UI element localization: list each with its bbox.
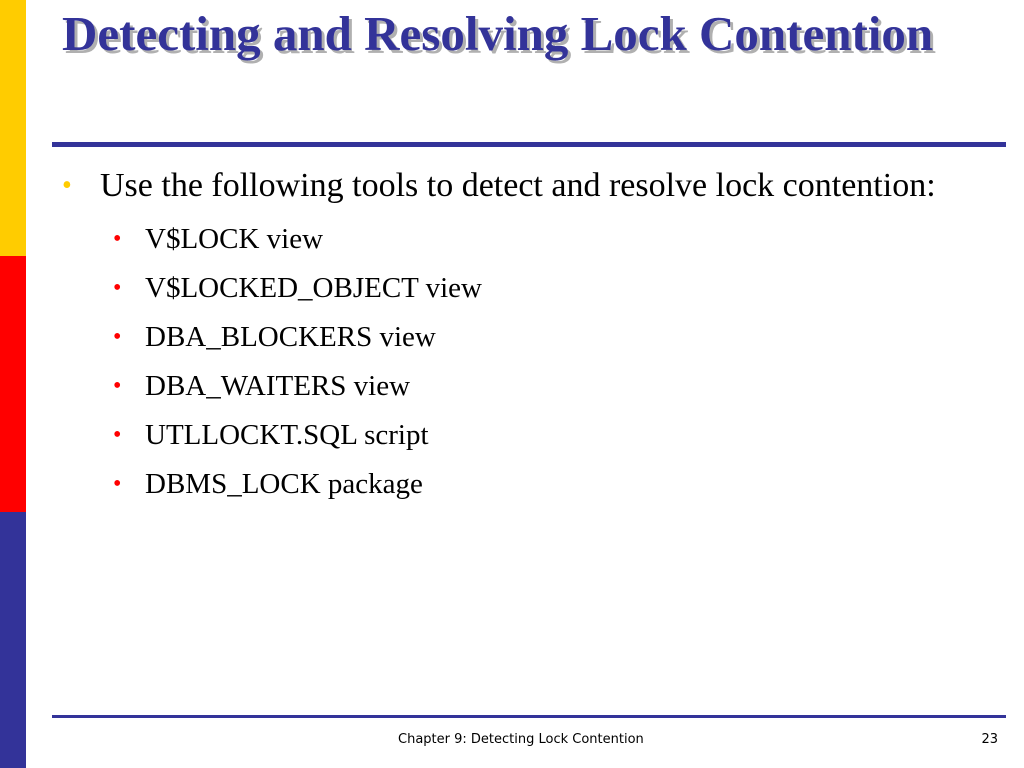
list-item-text: UTLLOCKT.SQL script [145, 419, 429, 451]
list-item-marker: • [113, 471, 122, 497]
main-bullet: • Use the following tools to detect and … [56, 162, 996, 209]
list-item-marker: • [113, 226, 122, 252]
list-item: • V$LOCKED_OBJECT view [56, 264, 996, 313]
list-item-marker: • [113, 373, 122, 399]
side-stripe-blue [0, 512, 26, 768]
list-item: • DBA_WAITERS view [56, 362, 996, 411]
list-item-text: DBA_WAITERS view [145, 370, 411, 402]
list-item: • V$LOCK view [56, 215, 996, 264]
side-stripe-yellow [0, 0, 26, 256]
title-divider [52, 142, 1006, 147]
list-item-text: DBA_BLOCKERS view [145, 321, 436, 353]
slide-content: • Use the following tools to detect and … [56, 162, 996, 509]
tools-list: • V$LOCK view • V$LOCKED_OBJECT view • D… [56, 215, 996, 509]
list-item-text: V$LOCK view [145, 223, 324, 255]
side-stripe-red [0, 256, 26, 512]
list-item-text: DBMS_LOCK package [145, 468, 423, 500]
list-item: • UTLLOCKT.SQL script [56, 411, 996, 460]
main-bullet-text: Use the following tools to detect and re… [100, 167, 936, 204]
slide-title: Detecting and Resolving Lock Contention [62, 6, 934, 61]
page-number: 23 [981, 732, 998, 747]
list-item-marker: • [113, 324, 122, 350]
list-item: • DBA_BLOCKERS view [56, 313, 996, 362]
main-bullet-marker: • [62, 170, 72, 201]
list-item: • DBMS_LOCK package [56, 460, 996, 509]
list-item-marker: • [113, 275, 122, 301]
footer-divider [52, 715, 1006, 718]
list-item-marker: • [113, 422, 122, 448]
footer-chapter: Chapter 9: Detecting Lock Contention [398, 732, 644, 747]
list-item-text: V$LOCKED_OBJECT view [145, 272, 482, 304]
